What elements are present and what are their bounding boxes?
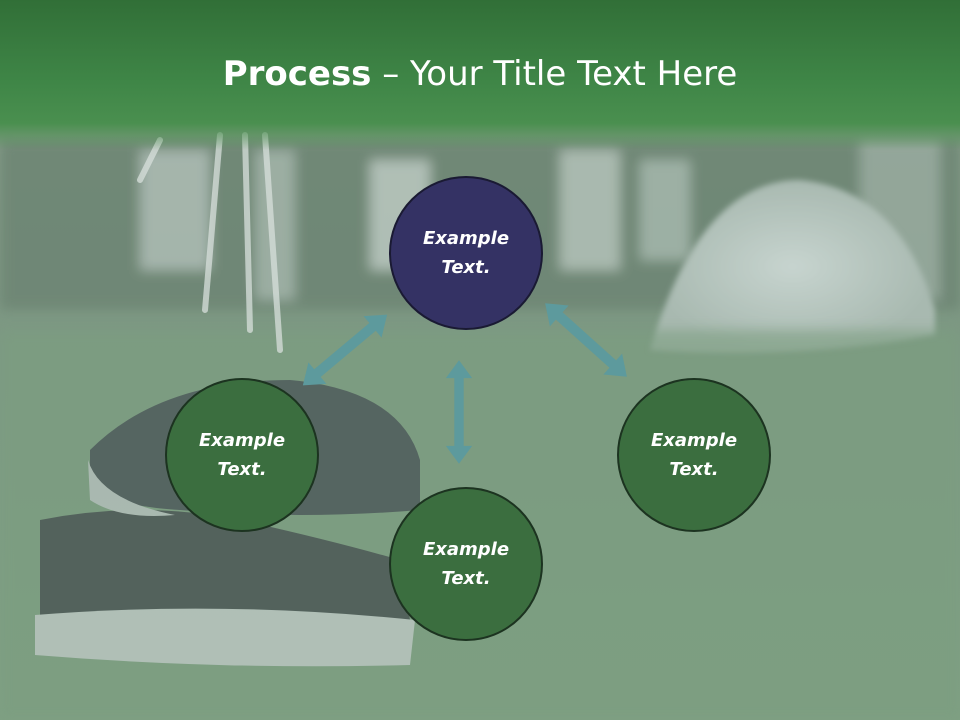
title-bold-part: Process [222, 54, 372, 94]
slide-title: Process – Your Title Text Here [0, 52, 960, 96]
title-rest-part: – Your Title Text Here [371, 54, 738, 94]
step-label-line2: Text. [217, 459, 267, 480]
title-bar [0, 0, 960, 150]
step-label-line1: Example [650, 430, 738, 451]
double-headed-arrow-icon [445, 360, 473, 464]
step-label-line2: Text. [441, 257, 491, 278]
step-label-line1: Example [198, 430, 286, 451]
process-step-top: Example Text. [389, 176, 543, 330]
double-headed-arrow-icon [293, 303, 397, 397]
process-step-bottom: Example Text. [389, 487, 543, 641]
double-headed-arrow-icon [535, 292, 637, 388]
step-label-line1: Example [422, 228, 510, 249]
step-label-line1: Example [422, 539, 510, 560]
step-label-line2: Text. [669, 459, 719, 480]
step-label-line2: Text. [441, 568, 491, 589]
process-step-right: Example Text. [617, 378, 771, 532]
process-step-left: Example Text. [165, 378, 319, 532]
